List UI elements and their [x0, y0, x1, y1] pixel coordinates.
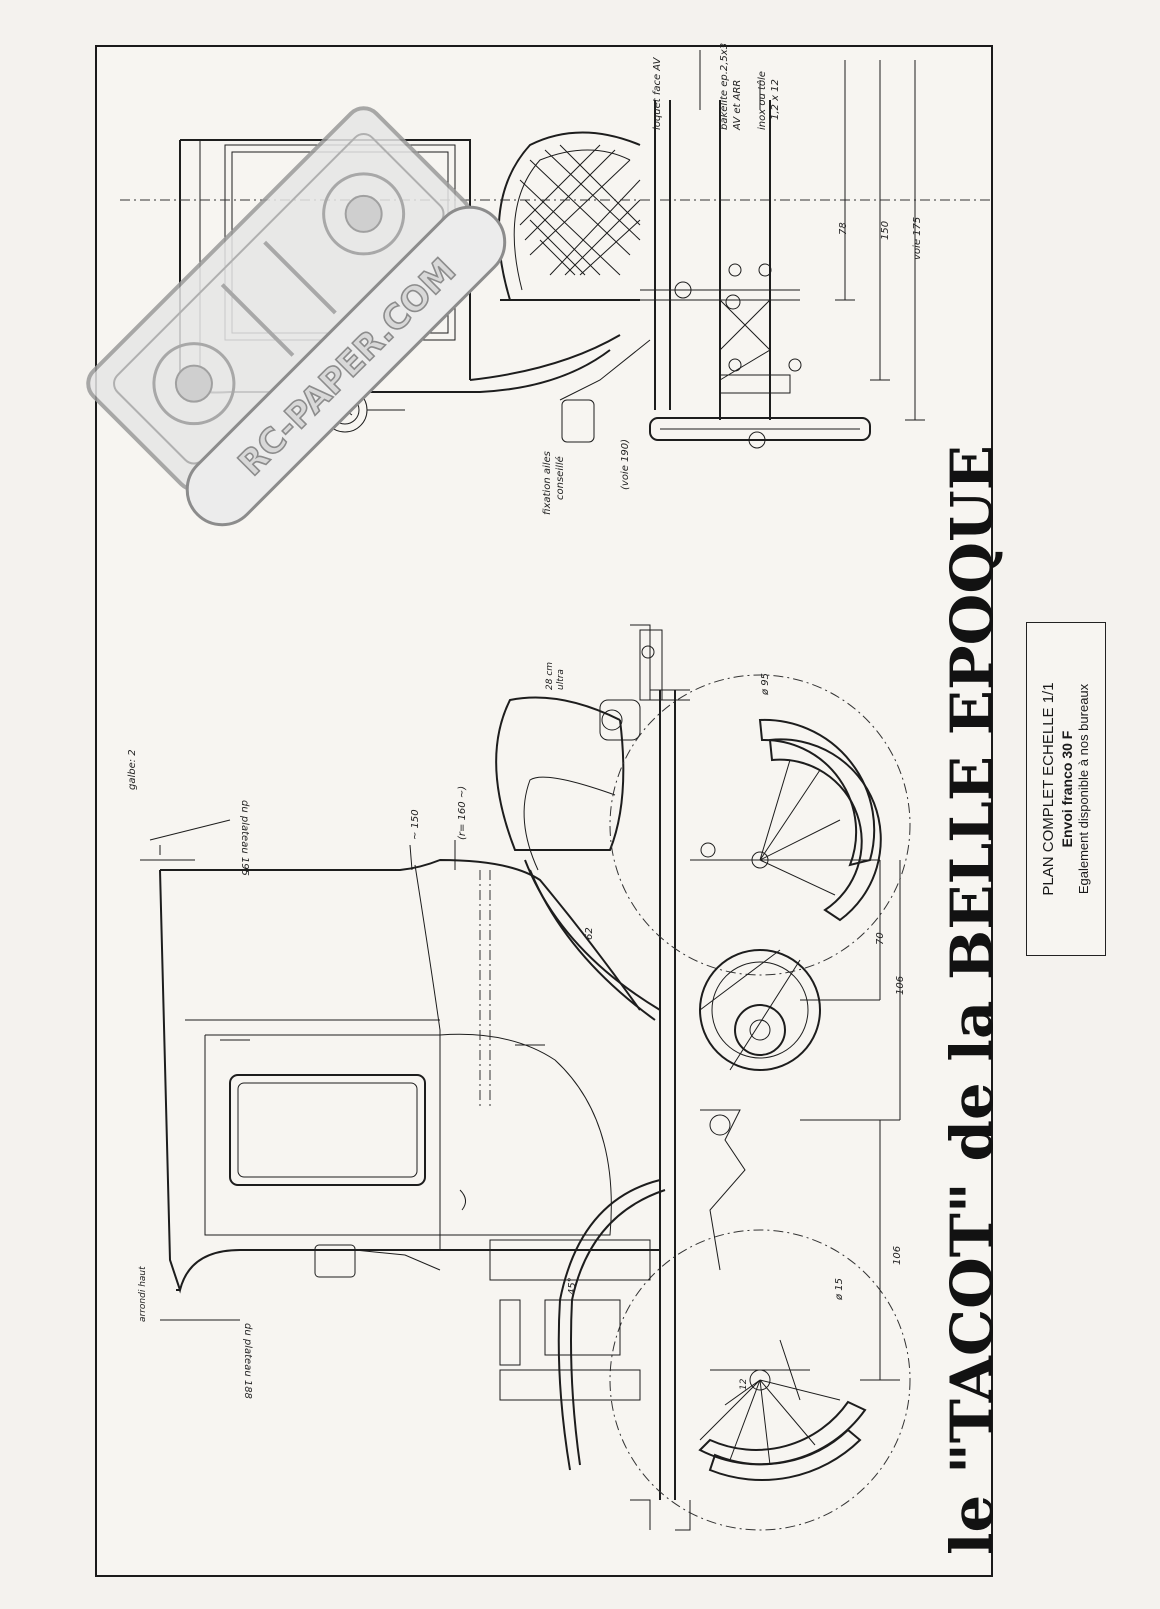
label-phi-15: ø 15	[834, 1278, 845, 1301]
side-view-vehicle	[140, 624, 911, 1531]
label-inox: inox ou tôle	[756, 71, 768, 130]
label-arrondi: arrondi haut	[138, 1266, 148, 1322]
label-dim-62: 62	[584, 927, 595, 940]
label-r-160: (r= 160 ~)	[457, 786, 468, 840]
label-voie-175: voie 175	[912, 217, 923, 260]
label-dim-28b: ultra	[556, 669, 566, 690]
info-line-scale: PLAN COMPLET ECHELLE 1/1	[1039, 682, 1057, 896]
title-group: le "TACOT" de la BELLE EPOQUE	[938, 445, 1006, 1555]
annotations: bakélite ep.2,5x3 AV et ARR inox ou tôle…	[127, 43, 923, 1399]
label-conseille: conseillé	[554, 456, 566, 500]
label-dim-28: 28 cm	[545, 662, 555, 690]
label-av-arr: AV et ARR	[732, 80, 743, 131]
label-approx-150: ~ 150	[410, 809, 421, 840]
label-loquet: loquet face AV	[652, 56, 663, 130]
title-name: "TACOT"	[938, 1182, 1006, 1474]
label-bakelite: bakélite ep.2,5x3	[718, 43, 730, 130]
label-dim-106b: 106	[892, 1246, 903, 1265]
label-phi-95: ø 95	[760, 673, 771, 696]
label-galbe: galbe: 2	[127, 749, 138, 790]
title-suffix: de la BELLE EPOQUE	[938, 445, 1006, 1161]
info-line-price: Envoi franco 30 F	[1058, 730, 1075, 848]
rear-wheel-spokes	[699, 1379, 841, 1466]
label-voie-190: (voie 190)	[620, 439, 631, 490]
label-du-plateau-195: du plateau 195	[239, 800, 250, 876]
info-box: PLAN COMPLET ECHELLE 1/1 Envoi franco 30…	[1026, 622, 1106, 956]
label-dim-78: 78	[838, 222, 849, 235]
label-du-plateau-188: du plateau 188	[242, 1323, 253, 1399]
front-wheel-spokes	[759, 759, 845, 896]
label-fixation: fixation ailes	[542, 451, 553, 515]
info-line-availability: Egalement disponible à nos bureaux	[1076, 683, 1091, 895]
label-dim-12: 12	[739, 1378, 749, 1390]
svg-text:le "TACOT" de la: le "TACOT" de la BELLE EPOQUE	[938, 445, 1006, 1555]
label-inox-dim: 1,2 x 12	[770, 79, 781, 120]
grille-mesh	[519, 144, 641, 276]
label-dim-106a: 106	[895, 976, 906, 995]
title-prefix: le	[938, 1495, 1006, 1555]
label-dim-150: 150	[880, 221, 891, 240]
label-dim-70: 70	[875, 932, 886, 945]
label-dim-45: 45°	[567, 1277, 578, 1295]
